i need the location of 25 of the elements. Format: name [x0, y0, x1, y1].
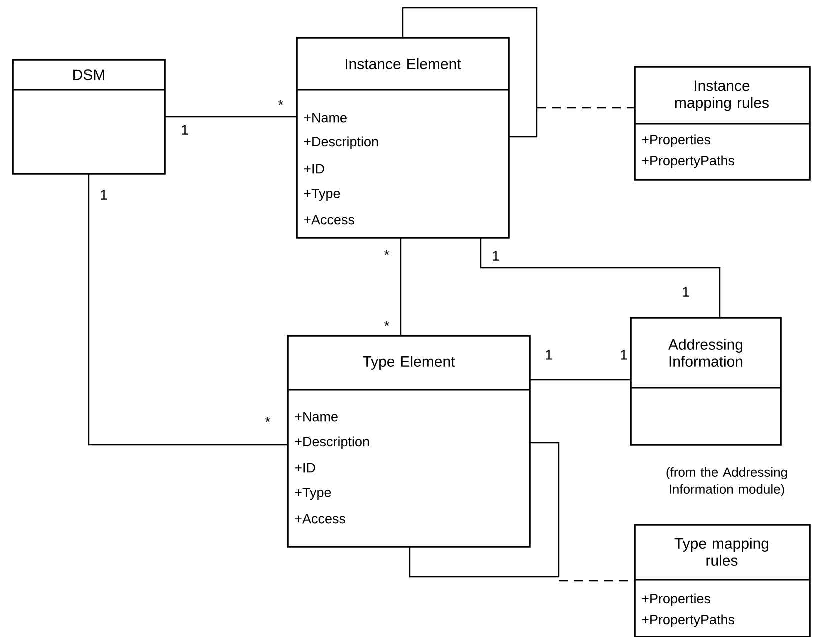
class-box: Instance mapping rules +Properties +PropertyPaths — [634, 66, 811, 181]
multiplicity-label: 1 — [182, 125, 188, 135]
multiplicity-label: * — [384, 321, 390, 326]
multiplicity-label: 1 — [101, 190, 108, 200]
multiplicity-label: * — [278, 100, 284, 106]
connector-line — [480, 238, 721, 318]
connector-line — [400, 238, 402, 336]
connector-line — [402, 7, 538, 138]
multiplicity-label: 1 — [683, 287, 690, 297]
connector-line — [537, 107, 635, 109]
connector-line — [530, 379, 631, 381]
connector-line — [559, 580, 635, 582]
connector-line — [165, 116, 297, 118]
note-text: (from the Addressing Information module) — [666, 467, 788, 497]
multiplicity-label: 1 — [493, 251, 500, 261]
class-box: Addressing Information — [630, 317, 782, 446]
multiplicity-label: * — [266, 417, 271, 422]
connector-line — [409, 442, 560, 578]
connector-line — [88, 174, 288, 446]
class-box: Type mapping rules +Properties +PropertyPaths — [634, 524, 811, 637]
multiplicity-label: * — [384, 250, 390, 256]
class-box: Type Element +Name +Description +ID +Type +Access — [287, 335, 531, 548]
class-box: DSM — [12, 59, 166, 175]
class-box: Instance Element +Name +Description +ID +Type +Access — [296, 37, 510, 239]
multiplicity-label: 1 — [546, 350, 552, 360]
